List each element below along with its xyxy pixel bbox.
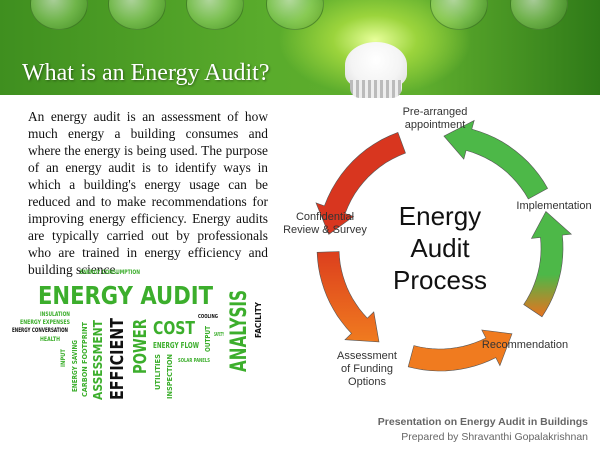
bulb-icon — [510, 0, 568, 30]
word: ASSESSMENT — [91, 319, 105, 400]
word-cloud: ENERGY CONSUMPTION ENERGY AUDIT ANALYSIS… — [12, 269, 263, 400]
energy-audit-process-diagram: Pre-arranged appointment Confidential Re… — [280, 100, 600, 400]
word: ANALYSIS — [227, 290, 252, 372]
slide-title: What is an Energy Audit? — [22, 60, 270, 86]
bulb-icon — [186, 0, 244, 30]
body-paragraph: An energy audit is an assessment of how … — [28, 109, 268, 277]
word: POWER — [130, 319, 151, 374]
word: EFFICIENT — [107, 317, 128, 400]
cycle-arrow-2 — [316, 251, 380, 343]
word: ENERGY CONSUMPTION — [80, 269, 140, 276]
footer-title: Presentation on Energy Audit in Building… — [377, 416, 588, 428]
step-assessment-funding: Assessment of Funding Options — [337, 350, 397, 388]
cycle-arrow-1 — [315, 132, 406, 235]
cycle-arrow-5 — [443, 119, 549, 200]
word: ENERGY SAVING — [71, 340, 79, 392]
word: CARBON FOOTPRINT — [81, 322, 89, 397]
word: UTILITIES — [154, 354, 162, 390]
step-confidential-review: Confidential Review & Survey — [283, 211, 367, 236]
bulb-icon — [430, 0, 488, 30]
word: SAFETY — [214, 332, 224, 338]
word: INSPECTION — [166, 354, 174, 399]
center-line: Energy — [398, 201, 482, 231]
center-line: Audit — [410, 233, 470, 263]
word: FACILITY — [254, 302, 263, 338]
cycle-arrow-3 — [407, 329, 513, 372]
word: OUTPUT — [204, 326, 212, 352]
word: SOLAR PANELS — [178, 358, 210, 364]
word: ENERGY FLOW — [153, 341, 199, 350]
center-line: Process — [393, 265, 487, 295]
lit-bulb-icon — [345, 42, 407, 102]
word: COST — [153, 318, 196, 339]
bulb-icon — [30, 0, 88, 30]
word: COOLING — [198, 314, 218, 320]
step-pre-arranged-appointment: Pre-arranged appointment — [402, 106, 468, 131]
bulb-icon — [108, 0, 166, 30]
word: ENERGY AUDIT — [38, 281, 213, 310]
cycle-arrow-4 — [523, 211, 573, 318]
diagram-center-title: Energy Audit Process — [375, 200, 505, 296]
word: INPUT — [60, 348, 67, 367]
cycle-arrows — [315, 119, 573, 372]
bulb-icon — [266, 0, 324, 30]
word: ENERGY EXPENSES — [20, 319, 70, 326]
word: ENERGY CONVERSATION — [12, 327, 68, 334]
word: INSULATION — [40, 311, 70, 318]
step-recommendation: Recommendation — [481, 339, 569, 351]
footer-author: Prepared by Shravanthi Gopalakrishnan — [401, 431, 588, 443]
step-implementation: Implementation — [516, 200, 592, 212]
header-banner: What is an Energy Audit? — [0, 0, 600, 98]
word: HEALTH — [40, 336, 60, 343]
